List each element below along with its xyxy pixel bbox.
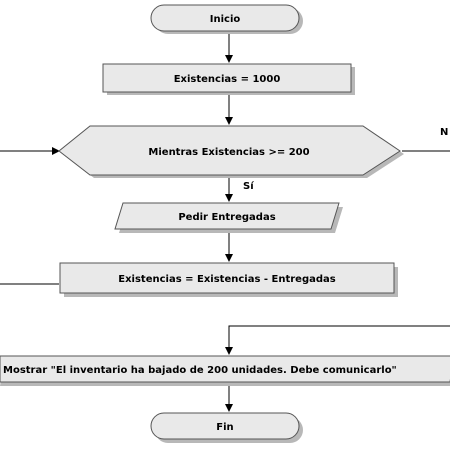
start-node: Inicio bbox=[150, 4, 303, 34]
end-label: Fin bbox=[216, 422, 233, 433]
connectors bbox=[0, 32, 450, 412]
no-branch-to-output-arrow bbox=[225, 325, 450, 355]
loop-condition-node: Mientras Existencias >= 200 bbox=[58, 125, 404, 178]
end-node: Fin bbox=[150, 412, 303, 443]
input-label: Pedir Entregadas bbox=[178, 212, 275, 223]
start-label: Inicio bbox=[210, 14, 241, 25]
output-label: Mostrar "El inventario ha bajado de 200 … bbox=[3, 365, 397, 376]
loop-label: Mientras Existencias >= 200 bbox=[148, 147, 309, 158]
output-node: Mostrar "El inventario ha bajado de 200 … bbox=[0, 355, 450, 386]
update-label: Existencias = Existencias - Entregadas bbox=[118, 274, 336, 285]
input-node: Pedir Entregadas bbox=[114, 202, 343, 233]
yes-branch-label: Sí bbox=[243, 180, 254, 192]
init-process-node: Existencias = 1000 bbox=[102, 63, 355, 95]
update-process-node: Existencias = Existencias - Entregadas bbox=[59, 262, 398, 297]
no-branch-label: N bbox=[440, 127, 448, 138]
init-label: Existencias = 1000 bbox=[174, 74, 281, 85]
